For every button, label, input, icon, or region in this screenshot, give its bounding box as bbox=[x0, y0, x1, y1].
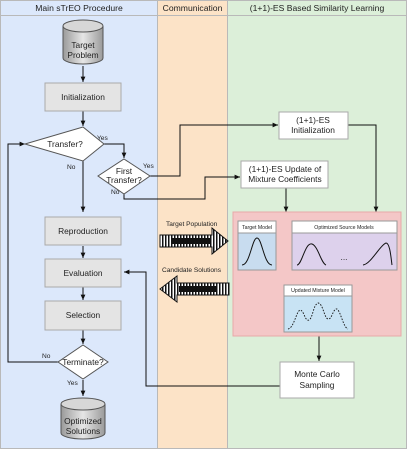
target-population-arrow bbox=[159, 226, 229, 256]
svg-text:Sampling: Sampling bbox=[300, 380, 335, 390]
edge-label-first-no: No bbox=[111, 189, 120, 196]
edge-label-first-yes: Yes bbox=[143, 163, 154, 170]
svg-text:Reproduction: Reproduction bbox=[58, 226, 108, 236]
lane-communication bbox=[157, 0, 228, 449]
svg-text:Optimized Source Models: Optimized Source Models bbox=[314, 225, 374, 231]
svg-text:Transfer?: Transfer? bbox=[47, 139, 83, 149]
transfer-decision: Transfer? bbox=[23, 126, 105, 162]
target-problem-node: Target Problem bbox=[62, 19, 104, 65]
svg-text:Target: Target bbox=[71, 40, 95, 50]
svg-text:Mixture Coefficients: Mixture Coefficients bbox=[248, 174, 321, 184]
svg-text:Target Model: Target Model bbox=[242, 225, 272, 231]
ellipsis-label: ... bbox=[341, 252, 348, 262]
updated-mixture-model: Updated Mixture Model bbox=[283, 284, 353, 333]
svg-text:(1+1)-ES: (1+1)-ES bbox=[296, 115, 330, 125]
lane-title-similarity: (1+1)-ES Based Similarity Learning bbox=[250, 3, 385, 13]
svg-text:Initialization: Initialization bbox=[291, 125, 335, 135]
edge-label-candidate-solutions: Candidate Solutions bbox=[162, 267, 222, 274]
lane-title-communication: Communication bbox=[163, 3, 223, 13]
svg-text:First: First bbox=[116, 166, 133, 176]
svg-text:Problem: Problem bbox=[67, 50, 98, 60]
selection-node: Selection bbox=[44, 300, 122, 331]
target-model: Target Model bbox=[237, 220, 277, 271]
candidate-solutions-arrow bbox=[159, 274, 230, 304]
reproduction-node: Reproduction bbox=[44, 216, 122, 246]
es-initialization-node: (1+1)-ES Initialization bbox=[278, 111, 349, 140]
svg-text:Selection: Selection bbox=[66, 310, 101, 320]
es-update-node: (1+1)-ES Update of Mixture Coefficients bbox=[240, 160, 329, 189]
svg-text:Transfer?: Transfer? bbox=[106, 175, 142, 185]
optimized-source-models: Optimized Source Models ... bbox=[291, 220, 398, 271]
initialization-node: Initialization bbox=[44, 82, 122, 112]
svg-text:Updated Mixture Model: Updated Mixture Model bbox=[291, 288, 345, 294]
svg-text:Monte Carlo: Monte Carlo bbox=[294, 369, 340, 379]
first-transfer-decision: First Transfer? bbox=[97, 158, 151, 195]
monte-carlo-node: Monte Carlo Sampling bbox=[279, 361, 355, 399]
optimized-solutions-node: Optimized Solutions bbox=[60, 397, 106, 440]
edge-label-target-population: Target Population bbox=[166, 221, 218, 228]
terminate-decision: Terminate? bbox=[57, 344, 109, 380]
svg-text:Initialization: Initialization bbox=[61, 92, 105, 102]
svg-text:Optimized: Optimized bbox=[64, 416, 102, 426]
svg-text:Terminate?: Terminate? bbox=[62, 357, 104, 367]
edge-label-transfer-yes: Yes bbox=[97, 135, 108, 142]
edge-label-terminate-yes: Yes bbox=[67, 380, 78, 387]
evaluation-node: Evaluation bbox=[44, 258, 122, 288]
edge-label-terminate-no: No bbox=[42, 353, 51, 360]
edge-label-transfer-no: No bbox=[67, 164, 76, 171]
svg-text:(1+1)-ES Update of: (1+1)-ES Update of bbox=[249, 164, 322, 174]
svg-text:Evaluation: Evaluation bbox=[63, 268, 102, 278]
lane-title-main: Main sTrEO Procedure bbox=[35, 3, 123, 13]
svg-text:Solutions: Solutions bbox=[66, 426, 100, 436]
